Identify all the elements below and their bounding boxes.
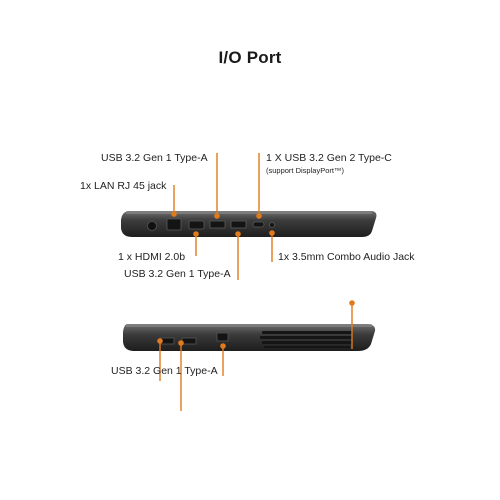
usb-c-port-icon	[252, 221, 265, 228]
usb-a-port-icon	[181, 337, 197, 345]
lan-port-icon	[166, 218, 182, 231]
hdmi-port-icon	[188, 220, 205, 230]
laptop-right-side	[123, 324, 376, 351]
page-title: I/O Port	[218, 48, 282, 67]
label-usb-a-top: USB 3.2 Gen 1 Type-A	[101, 152, 208, 164]
label-usb-a-bottom: USB 3.2 Gen 1 Type-A	[111, 365, 218, 377]
vent-grille	[260, 331, 352, 348]
kensington-lock-icon	[216, 332, 229, 342]
usb-a-port-icon	[209, 220, 226, 229]
laptop-left-side	[121, 211, 377, 237]
audio-jack-icon	[269, 222, 275, 228]
power-jack-icon	[147, 221, 157, 231]
label-usb-c: 1 X USB 3.2 Gen 2 Type-C	[266, 152, 392, 164]
label-audio: 1x 3.5mm Combo Audio Jack	[278, 251, 415, 263]
label-lan: 1x LAN RJ 45 jack	[80, 180, 167, 192]
usb-a-port-icon	[230, 220, 247, 229]
label-hdmi: 1 x HDMI 2.0b	[118, 251, 186, 263]
label-usb-c-note: (support DisplayPort™)	[266, 166, 344, 175]
label-usb-a-mid: USB 3.2 Gen 1 Type-A	[124, 268, 231, 280]
callout-lines	[157, 153, 355, 411]
